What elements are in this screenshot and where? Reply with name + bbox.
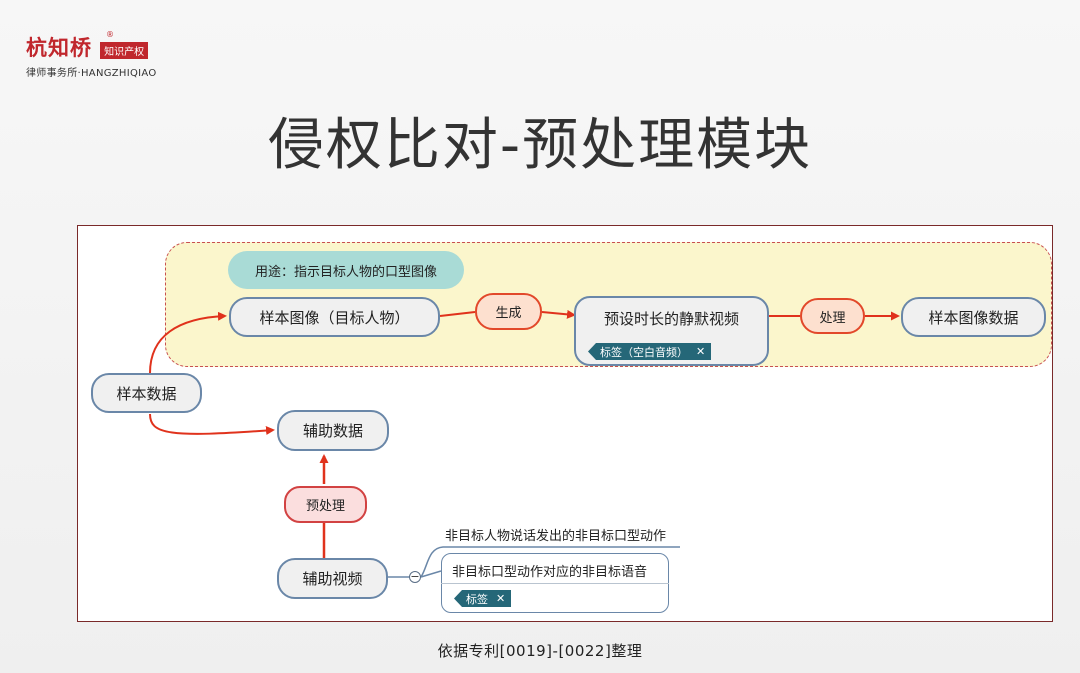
connector-lines bbox=[149, 309, 900, 578]
node-sample-image-data: 样本图像数据 bbox=[901, 297, 1046, 337]
close-icon[interactable]: ✕ bbox=[696, 345, 706, 358]
logo-subtitle: 律师事务所·HANGZHIQIAO bbox=[26, 68, 157, 79]
leaf-divider bbox=[441, 583, 669, 584]
tag-silent-audio[interactable]: 标签（空白音频） ✕ bbox=[588, 343, 712, 360]
slide-title: 侵权比对-预处理模块 bbox=[267, 113, 813, 178]
logo-name: 杭知桥 bbox=[26, 36, 92, 60]
line-collapse-to-leaf2 bbox=[420, 570, 442, 578]
node-generate: 生成 bbox=[475, 293, 542, 330]
arrow-sample-to-aux bbox=[149, 413, 275, 436]
purpose-callout: 用途：指示目标人物的口型图像 bbox=[228, 251, 464, 289]
tag-generic-label: 标签 bbox=[466, 592, 488, 606]
tag-generic[interactable]: 标签 ✕ bbox=[454, 590, 512, 607]
brand-logo: 杭知桥 ® 知识产权 律师事务所·HANGZHIQIAO bbox=[26, 30, 156, 79]
node-process: 处理 bbox=[800, 298, 865, 334]
logo-registered-mark: ® bbox=[106, 30, 114, 39]
node-silent-video-label: 预设时长的静默视频 bbox=[603, 310, 739, 328]
node-sample-data: 样本数据 bbox=[91, 373, 202, 413]
mind-map-diagram: 用途：指示目标人物的口型图像 样本数据 样本图像（目标人物） 生成 预设时长的静… bbox=[77, 225, 1053, 622]
source-caption: 依据专利[0019]-[0022]整理 bbox=[437, 642, 643, 660]
arrow-sample-to-image bbox=[149, 311, 227, 374]
line-collapse-to-leaf1 bbox=[420, 546, 680, 578]
close-icon[interactable]: ✕ bbox=[496, 592, 506, 605]
node-sample-image: 样本图像（目标人物） bbox=[229, 297, 440, 337]
collapse-toggle[interactable]: − bbox=[409, 570, 421, 583]
logo-tag: 知识产权 bbox=[100, 41, 149, 59]
node-preprocess: 预处理 bbox=[284, 486, 367, 523]
leaf-non-target-mouth-motion: 非目标人物说话发出的非目标口型动作 bbox=[445, 529, 667, 544]
arrow-generate-to-video bbox=[541, 309, 576, 319]
tag-silent-audio-label: 标签（空白音频） bbox=[600, 345, 688, 359]
node-aux-video: 辅助视频 bbox=[277, 558, 388, 599]
line-image-to-generate bbox=[439, 311, 476, 317]
node-aux-data: 辅助数据 bbox=[277, 410, 389, 451]
leaf-non-target-voice: 非目标口型动作对应的非目标语音 bbox=[452, 565, 648, 580]
